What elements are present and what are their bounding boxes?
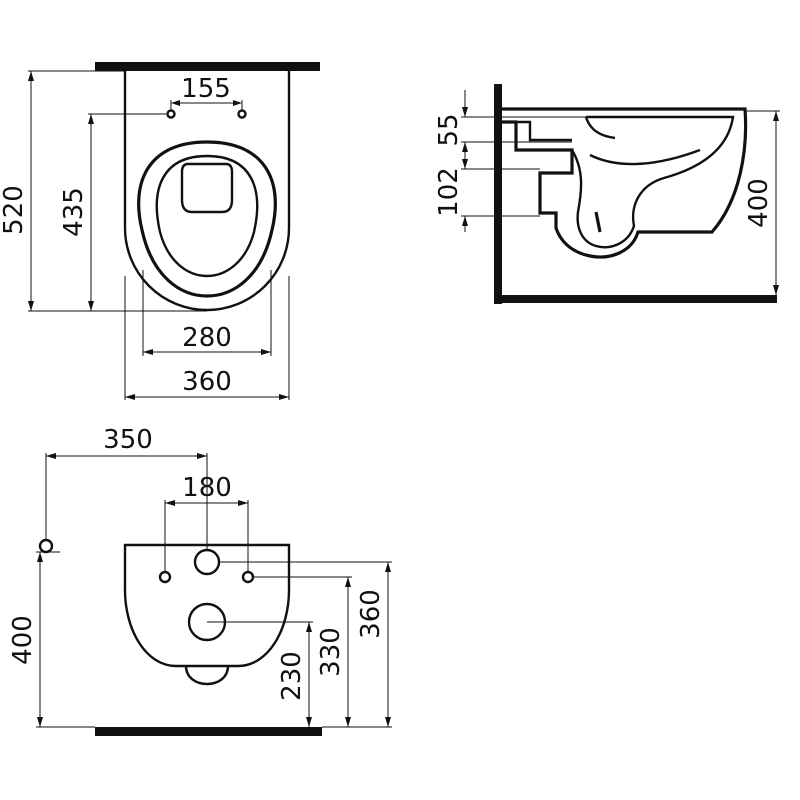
fixing-hole-back-right [241, 570, 255, 584]
dim-400-side-label: 400 [744, 178, 774, 228]
back-view: 350 180 400 230 330 360 [8, 425, 392, 736]
dim-330-label: 330 [316, 627, 346, 677]
top-wall [95, 62, 320, 71]
bowl-opening [180, 162, 234, 214]
dim-350-label: 350 [103, 425, 153, 455]
dim-520-label: 520 [0, 185, 29, 235]
dim-55-label: 55 [434, 113, 464, 146]
dim-155-label: 155 [181, 74, 231, 104]
fixing-hole-left [166, 109, 176, 119]
back-body-outline [123, 543, 291, 668]
fixing-hole-right [237, 109, 247, 119]
side-view: 55 102 400 [434, 84, 780, 304]
dim-230-label: 230 [277, 651, 307, 701]
bowl-water-surface [589, 148, 701, 166]
dim-102-label: 102 [434, 167, 464, 217]
bowl-rim-detail [516, 116, 616, 142]
side-wall [494, 84, 502, 304]
dim-280-label: 280 [182, 323, 232, 353]
back-outlet-spigot [184, 665, 230, 686]
dim-180-label: 180 [182, 473, 232, 503]
dim-360-label: 360 [182, 367, 232, 397]
dim-435-label: 435 [59, 187, 89, 237]
back-floor [95, 727, 322, 736]
bowl-outline [123, 71, 291, 312]
dim-360-back-label: 360 [356, 589, 386, 639]
side-floor [494, 295, 777, 303]
seat-outer [137, 140, 277, 298]
trap-outlet [594, 211, 602, 233]
bowl-profile-inner [570, 115, 735, 249]
bowl-profile-outer [502, 107, 748, 259]
dim-400-back-label: 400 [8, 615, 38, 665]
fixing-hole-back-left [158, 570, 172, 584]
water-inlet-circle [193, 548, 221, 576]
seat-inner [155, 154, 259, 278]
water-supply-point [38, 538, 54, 554]
top-view: 155 520 435 280 360 [0, 62, 320, 400]
